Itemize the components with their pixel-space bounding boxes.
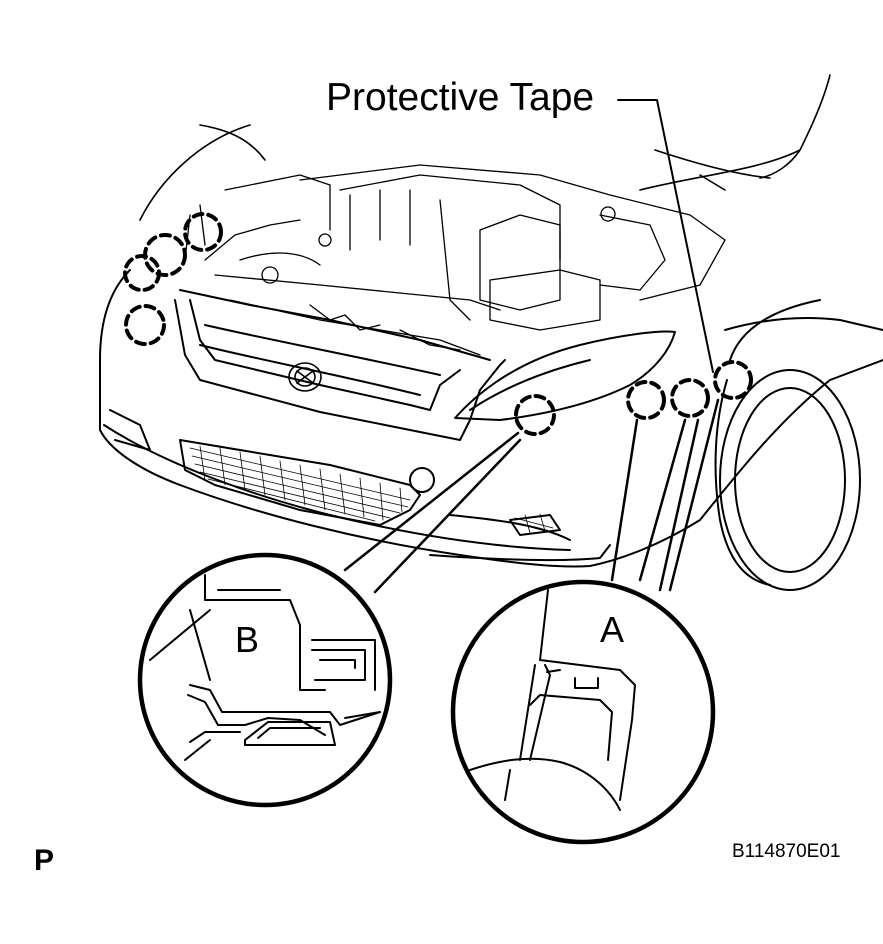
tape-circle-8	[713, 360, 753, 400]
detail-a	[450, 579, 716, 845]
emblem	[288, 362, 322, 392]
tape-circle-3	[123, 254, 161, 292]
corner-mark: P	[34, 844, 55, 877]
tape-circle-4	[124, 304, 166, 346]
tape-circle-2	[143, 233, 187, 277]
figure-code: B114870E01	[732, 841, 841, 862]
tape-circle-5	[514, 394, 556, 436]
detail-b-label: B	[235, 619, 260, 660]
tape-leader-line	[617, 99, 714, 373]
lower-grille-mesh	[189, 445, 554, 534]
callout-a-leaders	[610, 398, 720, 592]
tape-circle-1	[183, 212, 223, 252]
right-fender-wheel	[699, 299, 883, 591]
tape-circle-7	[670, 378, 710, 418]
protective-tape-label: Protective Tape	[326, 76, 595, 119]
detail-b	[137, 552, 393, 808]
callout-b-leaders	[343, 431, 522, 594]
engine-bay	[184, 164, 726, 356]
bumper-fascia	[99, 269, 701, 568]
protective-tape-locations	[123, 212, 753, 436]
detail-a-label: A	[600, 609, 625, 650]
tape-circle-6	[626, 380, 666, 420]
